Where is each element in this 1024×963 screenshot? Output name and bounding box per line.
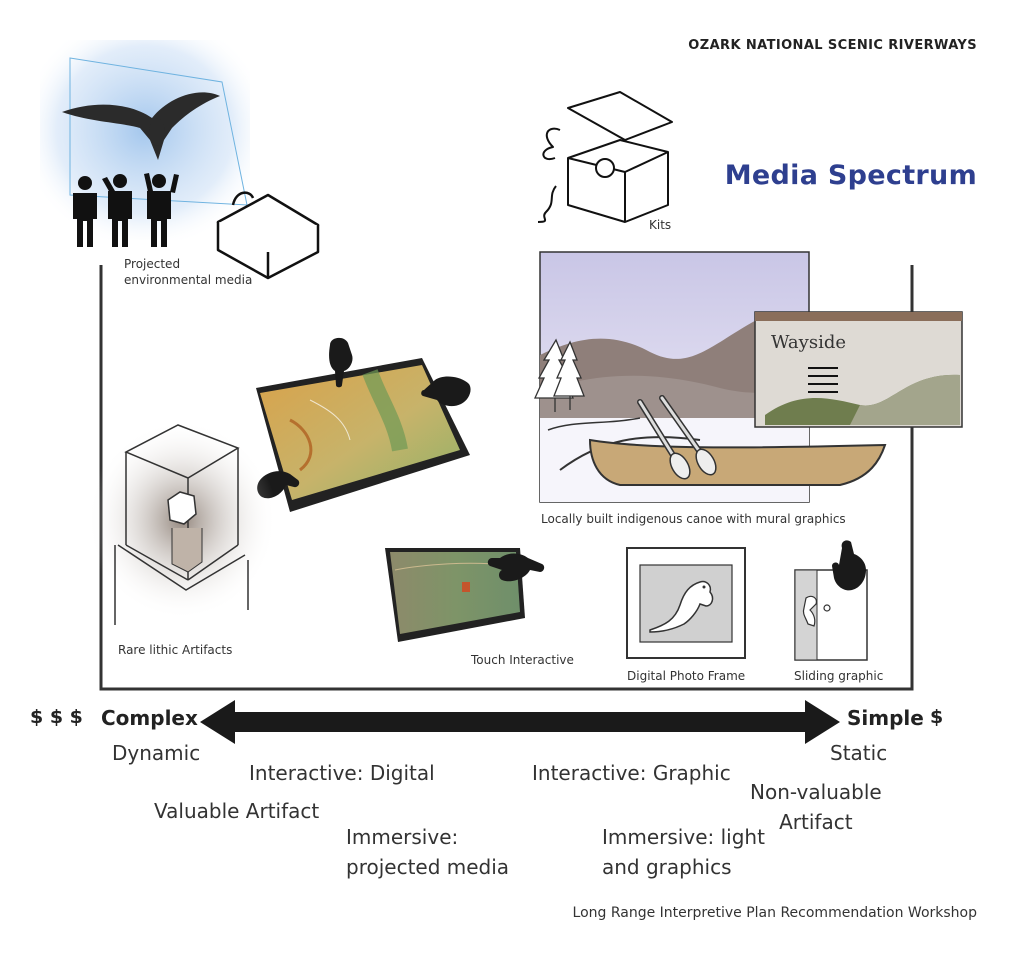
spectrum-arrow xyxy=(200,700,840,744)
attr-interactive-graphic: Interactive: Graphic xyxy=(532,761,731,785)
sliding-graphic-illustration xyxy=(794,540,868,661)
lithic-artifact-case-illustration xyxy=(87,420,277,625)
cost-low-label: $ xyxy=(930,706,944,728)
complex-label: Complex xyxy=(101,706,198,730)
caption-touch-interactive: Touch Interactive xyxy=(471,653,574,667)
wayside-sign-text: Wayside xyxy=(771,332,847,353)
caption-lithic-artifacts: Rare lithic Artifacts xyxy=(118,643,233,657)
attr-immersive-light: Immersive: light and graphics xyxy=(602,825,765,879)
attr-static: Static xyxy=(830,741,888,765)
caption-kits: Kits xyxy=(649,218,672,232)
trees-icon xyxy=(533,338,585,412)
canoe-mural-illustration xyxy=(533,251,963,503)
caption-canoe: Locally built indigenous canoe with mura… xyxy=(541,512,846,526)
people-silhouettes-icon xyxy=(73,173,179,247)
caption-photo-frame: Digital Photo Frame xyxy=(627,669,746,683)
footer-workshop: Long Range Interpretive Plan Recommendat… xyxy=(572,905,977,921)
projected-media-illustration xyxy=(40,40,320,280)
wayside-sign-icon xyxy=(754,311,963,428)
digital-photo-frame-illustration xyxy=(626,547,746,659)
simple-label: Simple xyxy=(847,706,924,730)
attr-dynamic: Dynamic xyxy=(112,741,201,765)
us-map-touch-illustration xyxy=(385,548,545,642)
kits-box-icon xyxy=(537,91,673,223)
attr-valuable-artifact: Valuable Artifact xyxy=(154,799,320,823)
topo-touch-table-illustration xyxy=(256,337,471,512)
organization-name: OZARK NATIONAL SCENIC RIVERWAYS xyxy=(688,38,977,53)
canoe-icon xyxy=(588,395,887,486)
projector-box-icon xyxy=(216,191,320,280)
cost-high-label: $ $ $ xyxy=(30,706,83,728)
attr-immersive-projected: Immersive: projected media xyxy=(346,825,510,879)
caption-projected-media: Projected environmental media xyxy=(124,257,253,287)
attr-interactive-digital: Interactive: Digital xyxy=(249,761,435,785)
attr-non-valuable-artifact: Non-valuable Artifact xyxy=(750,780,882,834)
caption-sliding-graphic: Sliding graphic xyxy=(794,669,884,683)
vulture-icon xyxy=(62,92,220,160)
page-title: Media Spectrum xyxy=(724,160,977,191)
